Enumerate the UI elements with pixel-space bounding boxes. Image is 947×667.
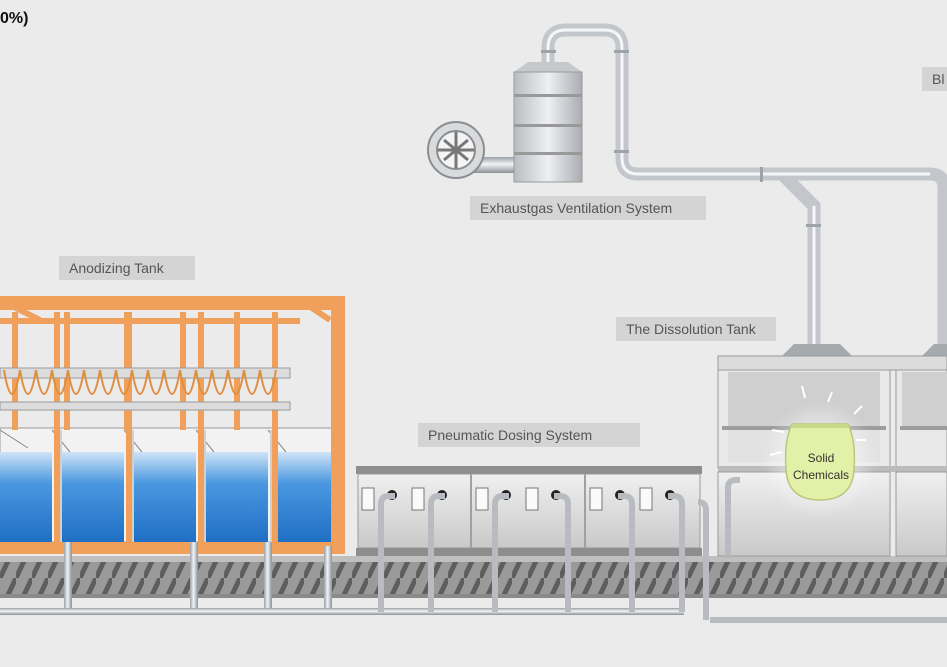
exhaust-system-label: Exhaustgas Ventilation System [470, 196, 706, 220]
dissolution-tank [710, 344, 947, 623]
dissolution-tank-label: The Dissolution Tank [616, 317, 776, 341]
pneumatic-dosing-label: Pneumatic Dosing System [418, 423, 640, 447]
solid-chemicals-bag [784, 423, 856, 501]
pneumatic-dosing-system [356, 466, 709, 620]
anodizing-tank-water [0, 427, 336, 543]
dosing-panels [361, 487, 653, 511]
exhaust-ventilation-system [427, 23, 947, 345]
exhaust-duct [541, 23, 947, 345]
dissolution-pipes [710, 477, 947, 623]
bag-text-line-2: Chemicals [792, 468, 849, 482]
exhaust-duct-highlight [546, 28, 930, 345]
exhaust-scrubber-tower [513, 62, 583, 183]
floor [0, 556, 947, 598]
anodizing-rack [0, 367, 291, 411]
bag-text-line-1: Solid [807, 451, 835, 465]
glow-rays [769, 385, 866, 456]
solid-chemicals-label: Solid Chemicals [784, 450, 858, 484]
dosing-pipes [378, 493, 709, 620]
anodizing-pipes [0, 542, 684, 615]
duct-joints [541, 50, 821, 227]
exhaust-fan [427, 121, 516, 179]
cutoff-right-label: Bl [922, 67, 947, 91]
anodizing-tank [0, 296, 684, 615]
anodizing-tank-label: Anodizing Tank [59, 256, 195, 280]
corner-text: 0%) [0, 10, 29, 27]
